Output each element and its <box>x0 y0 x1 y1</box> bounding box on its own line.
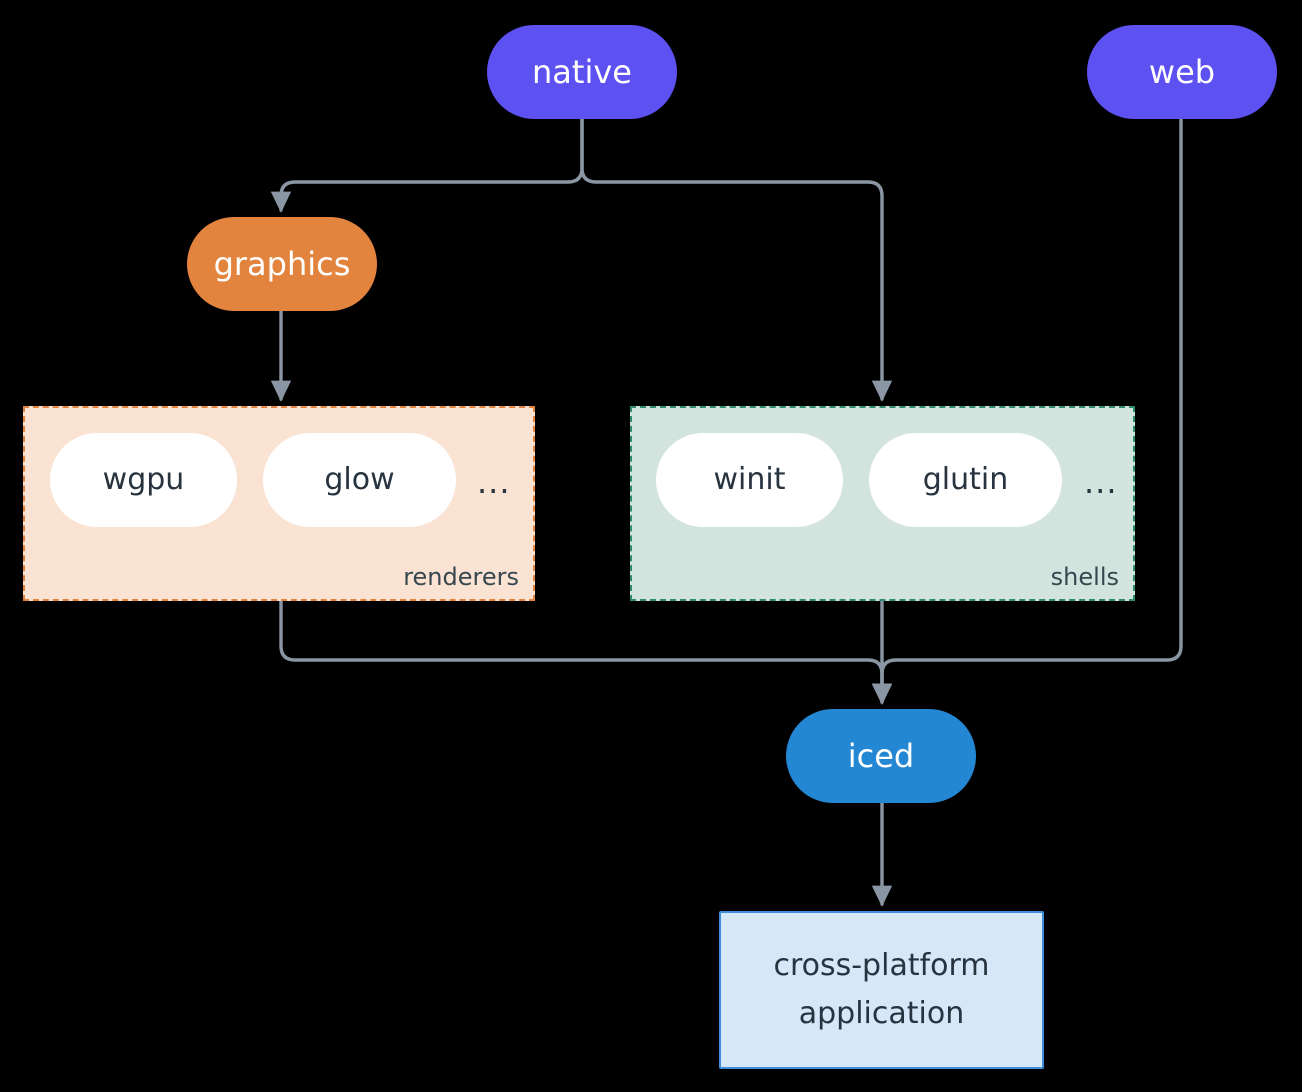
edge-native-shells <box>580 117 893 402</box>
edge-renderers-iced <box>279 599 893 705</box>
node-glutin[interactable]: glutin <box>869 433 1062 527</box>
shells-ellipsis: ... <box>1084 463 1118 501</box>
node-glow-label: glow <box>324 461 395 497</box>
node-app-label-line1: cross-platform <box>773 948 990 983</box>
node-graphics-label: graphics <box>213 244 351 283</box>
node-app-label-line2: application <box>798 996 965 1031</box>
node-web[interactable]: web <box>1087 25 1277 119</box>
node-wgpu[interactable]: wgpu <box>50 433 237 527</box>
node-iced[interactable]: iced <box>786 709 976 803</box>
node-winit-label: winit <box>713 461 786 497</box>
node-native[interactable]: native <box>487 25 677 119</box>
edge-native-graphics <box>270 117 584 213</box>
node-glow[interactable]: glow <box>263 433 456 527</box>
node-cross-platform-application[interactable]: cross-platform application <box>719 911 1044 1069</box>
node-graphics[interactable]: graphics <box>187 217 377 311</box>
node-web-label: web <box>1148 52 1216 91</box>
cluster-shells-label: shells <box>1050 563 1119 591</box>
cluster-renderers-label: renderers <box>403 563 519 591</box>
node-winit[interactable]: winit <box>656 433 843 527</box>
node-native-label: native <box>532 52 632 91</box>
renderers-ellipsis: ... <box>477 463 511 501</box>
node-glutin-label: glutin <box>922 461 1009 497</box>
node-iced-label: iced <box>847 736 915 775</box>
node-wgpu-label: wgpu <box>102 461 185 497</box>
